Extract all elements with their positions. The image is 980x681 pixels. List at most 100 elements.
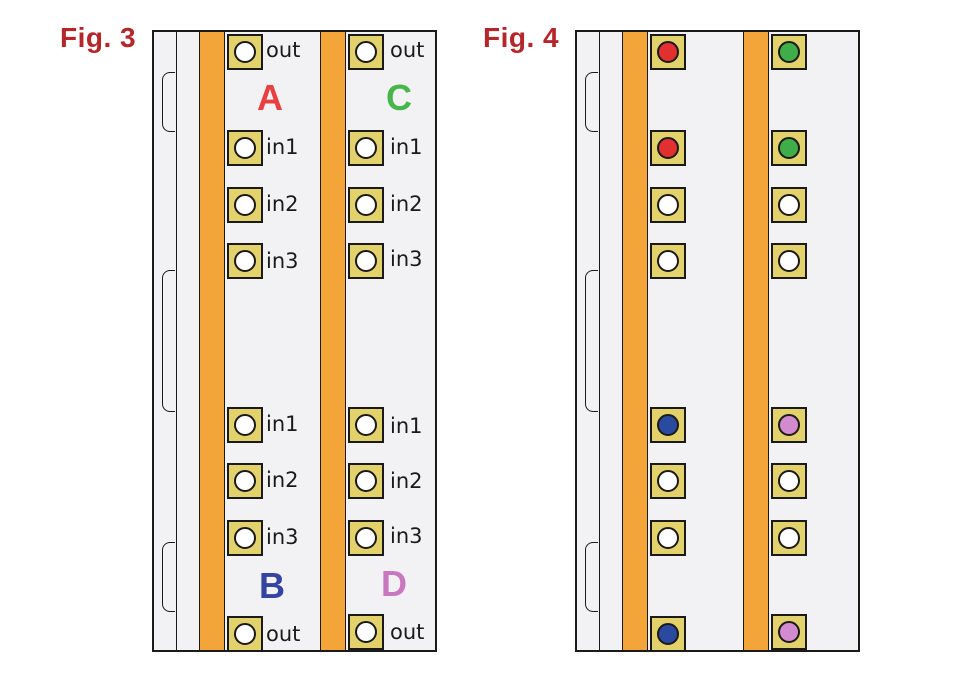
pin-hole: [234, 250, 256, 272]
pin-label-a-out: out: [266, 38, 301, 62]
pin-label-d-out: out: [390, 620, 425, 644]
pin-hole-red: [657, 41, 679, 63]
pin-pad-right-in3-bottom[interactable]: [771, 520, 807, 556]
pin-pad-d-out[interactable]: [348, 614, 384, 650]
pin-pad-b-out[interactable]: [227, 616, 263, 652]
panel-clip: [162, 72, 175, 132]
pin-hole: [355, 194, 377, 216]
pin-pad-d-in1[interactable]: [348, 407, 384, 443]
pin-pad-left-out-bottom[interactable]: [650, 616, 686, 652]
gate-letter-c: C: [386, 77, 412, 118]
pin-pad-right-in3-top[interactable]: [771, 243, 807, 279]
pin-pad-left-out-top[interactable]: [650, 34, 686, 70]
panel-edge-strip: [577, 32, 600, 650]
pin-label-d-in3: in3: [390, 524, 423, 548]
pin-pad-b-in2[interactable]: [227, 463, 263, 499]
pin-pad-right-in2-bottom[interactable]: [771, 463, 807, 499]
pin-pad-right-out-top[interactable]: [771, 34, 807, 70]
pin-label-d-in1: in1: [390, 414, 423, 438]
pin-pad-left-in2-top[interactable]: [650, 187, 686, 223]
gate-letter-b: B: [259, 565, 285, 606]
fig3-title: Fig. 3: [60, 22, 137, 53]
pin-hole: [657, 194, 679, 216]
pin-pad-d-in2[interactable]: [348, 463, 384, 499]
pin-pad-left-in1-top[interactable]: [650, 130, 686, 166]
pin-pad-left-in3-bottom[interactable]: [650, 520, 686, 556]
pin-pad-a-in3[interactable]: [227, 243, 263, 279]
pin-pad-c-in1[interactable]: [348, 130, 384, 166]
pin-pad-c-in3[interactable]: [348, 243, 384, 279]
pin-label-a-in1: in1: [266, 135, 299, 159]
pin-hole: [355, 414, 377, 436]
pin-pad-right-out-bottom[interactable]: [771, 614, 807, 650]
pin-hole-blue: [657, 414, 679, 436]
pin-hole: [778, 194, 800, 216]
pin-hole: [657, 527, 679, 549]
pin-hole-red: [657, 137, 679, 159]
pin-pad-c-in2[interactable]: [348, 187, 384, 223]
pin-hole: [234, 527, 256, 549]
panel-clip: [585, 72, 598, 132]
pin-hole: [778, 470, 800, 492]
pin-pad-d-in3[interactable]: [348, 520, 384, 556]
pin-pad-c-out[interactable]: [348, 34, 384, 70]
pin-hole-green: [778, 41, 800, 63]
pin-hole: [234, 623, 256, 645]
pin-label-a-in2: in2: [266, 192, 299, 216]
pin-pad-a-in1[interactable]: [227, 130, 263, 166]
pin-label-b-out: out: [266, 622, 301, 646]
pin-label-b-in2: in2: [266, 468, 299, 492]
pin-pad-left-in1-bottom[interactable]: [650, 407, 686, 443]
fig4-breadboard-panel: [575, 30, 860, 652]
fig3-breadboard-panel: out A in1 in2 in3 in1 in2 in3 B out out …: [152, 30, 437, 652]
pin-hole: [355, 621, 377, 643]
pin-label-a-in3: in3: [266, 249, 299, 273]
panel-edge-strip: [154, 32, 177, 650]
pin-hole: [234, 194, 256, 216]
pin-hole-green: [778, 137, 800, 159]
pin-pad-right-in1-top[interactable]: [771, 130, 807, 166]
pin-pad-right-in1-bottom[interactable]: [771, 407, 807, 443]
pin-hole: [657, 250, 679, 272]
pin-label-c-out: out: [390, 38, 425, 62]
pin-pad-left-in2-bottom[interactable]: [650, 463, 686, 499]
pin-hole: [234, 137, 256, 159]
pin-hole-pink: [778, 414, 800, 436]
fig4-title: Fig. 4: [483, 22, 560, 53]
pin-pad-b-in1[interactable]: [227, 407, 263, 443]
pin-hole: [234, 414, 256, 436]
pin-pad-a-out[interactable]: [227, 34, 263, 70]
pin-hole: [234, 41, 256, 63]
panel-clip: [585, 270, 598, 412]
panel-clip: [585, 542, 598, 612]
pin-hole: [234, 470, 256, 492]
right-power-rail: [743, 32, 769, 650]
pin-hole: [778, 527, 800, 549]
pin-label-c-in1: in1: [390, 135, 423, 159]
panel-clip: [162, 542, 175, 612]
pin-hole: [657, 470, 679, 492]
pin-pad-a-in2[interactable]: [227, 187, 263, 223]
pin-pad-left-in3-top[interactable]: [650, 243, 686, 279]
pin-hole: [355, 41, 377, 63]
left-power-rail: [199, 32, 225, 650]
pin-label-b-in3: in3: [266, 525, 299, 549]
pin-hole-pink: [778, 621, 800, 643]
gate-letter-d: D: [381, 563, 407, 604]
pin-hole: [355, 137, 377, 159]
pin-hole: [355, 527, 377, 549]
pin-pad-right-in2-top[interactable]: [771, 187, 807, 223]
pin-label-b-in1: in1: [266, 412, 299, 436]
right-power-rail: [320, 32, 346, 650]
pin-hole: [355, 470, 377, 492]
gate-letter-a: A: [257, 77, 283, 118]
pin-label-c-in2: in2: [390, 192, 423, 216]
pin-pad-b-in3[interactable]: [227, 520, 263, 556]
pin-hole-blue: [657, 623, 679, 645]
panel-clip: [162, 270, 175, 412]
pin-hole: [778, 250, 800, 272]
pin-label-c-in3: in3: [390, 247, 423, 271]
pin-hole: [355, 250, 377, 272]
pin-label-d-in2: in2: [390, 469, 423, 493]
left-power-rail: [622, 32, 648, 650]
